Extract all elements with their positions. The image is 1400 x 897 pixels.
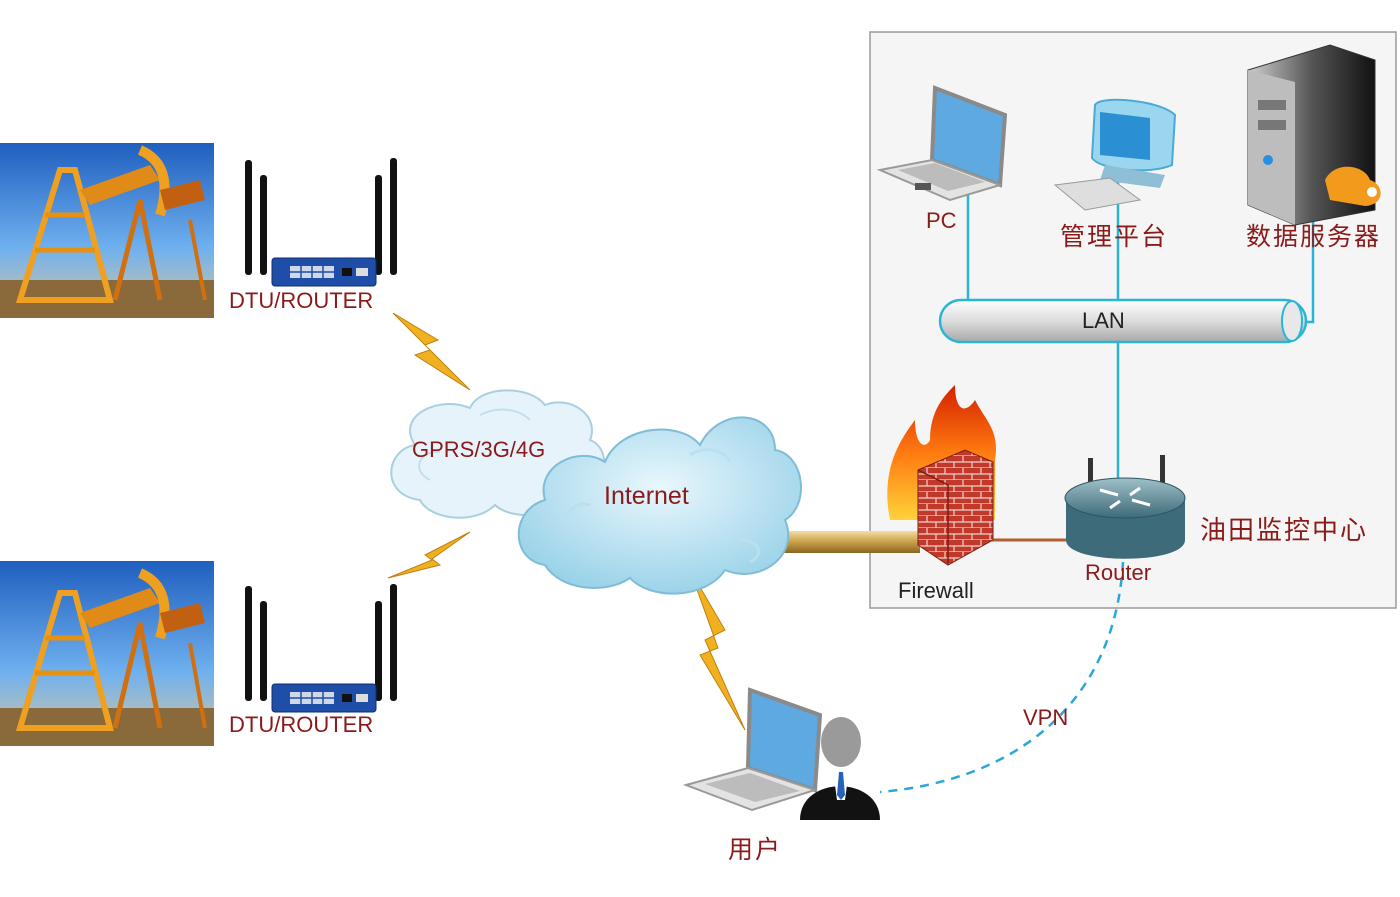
internet-cloud-icon	[517, 416, 802, 595]
server-tower-icon	[1247, 44, 1381, 226]
dtu-router-icon	[245, 584, 397, 713]
internet-label: Internet	[604, 482, 689, 510]
router-icon	[1064, 455, 1186, 559]
user-label: 用户	[728, 835, 783, 864]
dtu-router-label-1: DTU/ROUTER	[229, 288, 374, 313]
vpn-label: VPN	[1023, 705, 1069, 730]
lan-label: LAN	[1082, 308, 1125, 333]
lightning-bolt-icon	[392, 312, 471, 391]
lightning-bolt-icon	[689, 569, 746, 731]
firewall-label: Firewall	[898, 578, 974, 603]
firewall-icon	[887, 385, 996, 566]
backbone-link	[760, 531, 920, 553]
crt-monitor-icon	[1053, 98, 1177, 211]
business-user-icon	[800, 717, 880, 820]
gprs-label: GPRS/3G/4G	[412, 437, 546, 462]
pc-label: PC	[926, 208, 957, 233]
router-label: Router	[1085, 560, 1152, 585]
oilfield-photo-icon	[0, 143, 214, 318]
dtu-router-icon	[245, 158, 397, 287]
mgmt-platform-label: 管理平台	[1060, 222, 1169, 251]
monitoring-center-label: 油田监控中心	[1200, 516, 1369, 546]
lightning-bolt-icon	[387, 531, 471, 579]
lan-pipe-icon	[938, 298, 1308, 344]
laptop-icon	[876, 85, 1008, 202]
oilfield-photo-icon	[0, 561, 214, 746]
dtu-router-label-2: DTU/ROUTER	[229, 712, 374, 737]
data-server-label: 数据服务器	[1246, 222, 1382, 251]
vpn-link	[879, 561, 1125, 794]
user-laptop-icon	[682, 687, 823, 812]
